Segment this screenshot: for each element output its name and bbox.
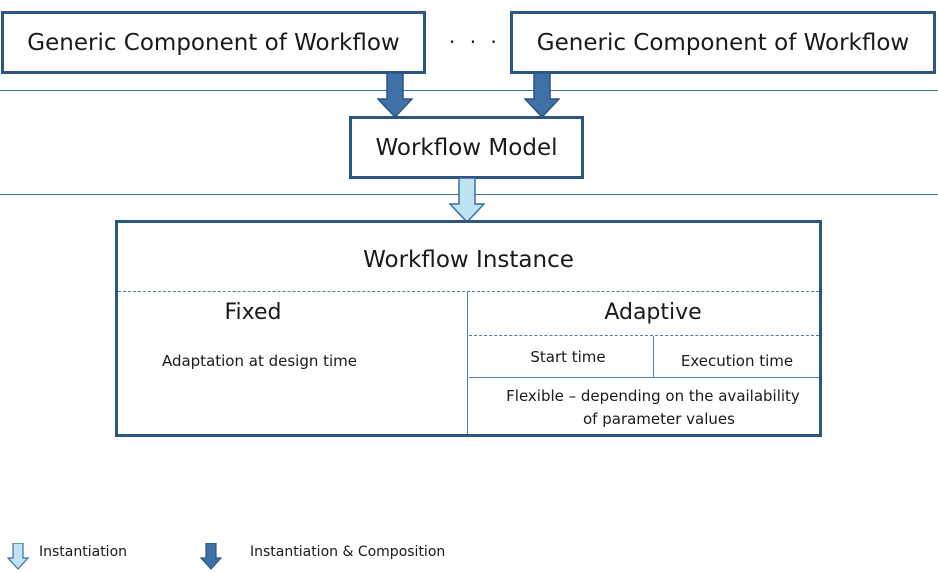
flexible-line-2: of parameter values bbox=[583, 410, 735, 428]
start-time-label: Start time bbox=[530, 348, 606, 366]
legend-composition-arrow-icon bbox=[200, 543, 222, 570]
instantiation-arrow-icon bbox=[449, 178, 485, 224]
legend-instantiation-arrow-icon bbox=[7, 543, 29, 570]
generic-component-label-right: Generic Component of Workflow bbox=[536, 29, 910, 56]
fixed-description: Adaptation at design time bbox=[161, 352, 358, 370]
workflow-model-label: Workflow Model bbox=[375, 134, 558, 161]
start-execution-divider bbox=[653, 336, 654, 377]
separator-line-top bbox=[0, 90, 938, 91]
fixed-adaptive-divider bbox=[467, 292, 468, 434]
legend-instantiation-label: Instantiation bbox=[39, 544, 128, 560]
workflow-instance-box bbox=[115, 220, 822, 437]
generic-component-box-right: Generic Component of Workflow bbox=[510, 11, 936, 74]
adaptive-row-divider bbox=[469, 377, 819, 378]
generic-component-box-left: Generic Component of Workflow bbox=[1, 11, 426, 74]
workflow-model-box: Workflow Model bbox=[349, 116, 584, 179]
ellipsis: · · · bbox=[449, 30, 501, 54]
legend-composition-label: Instantiation & Composition bbox=[250, 544, 446, 560]
workflow-instance-title: Workflow Instance bbox=[363, 247, 574, 273]
adaptive-title: Adaptive bbox=[604, 300, 702, 325]
execution-time-label: Execution time bbox=[680, 352, 794, 370]
generic-component-label-left: Generic Component of Workflow bbox=[27, 29, 400, 56]
composition-arrow-right-icon bbox=[524, 73, 560, 119]
composition-arrow-left-icon bbox=[377, 73, 413, 119]
instance-title-divider bbox=[118, 291, 819, 292]
fixed-title: Fixed bbox=[224, 300, 282, 325]
flexible-line-1: Flexible – depending on the availability bbox=[506, 387, 800, 405]
adaptive-title-divider bbox=[469, 335, 819, 336]
